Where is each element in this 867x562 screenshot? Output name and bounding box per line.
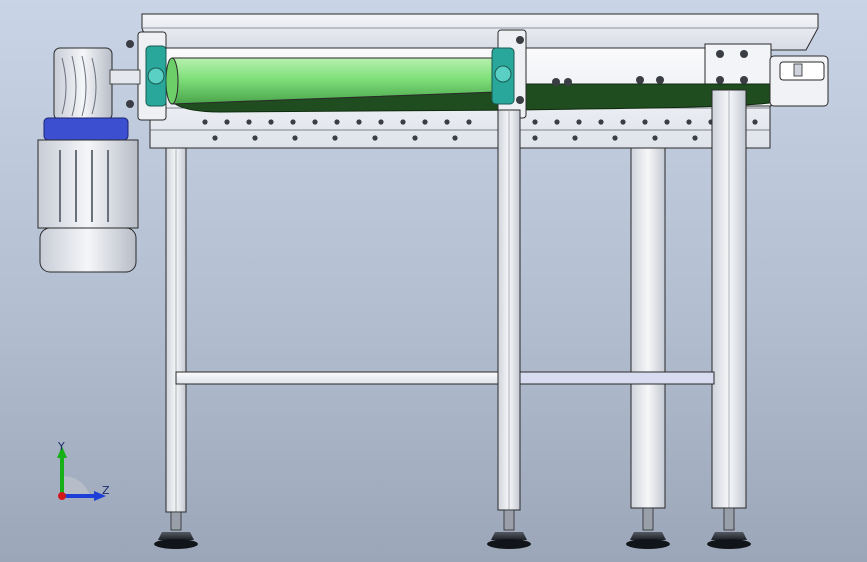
frame-bolt: [752, 119, 758, 125]
mount-bolt: [656, 76, 664, 84]
frame-bolt: [452, 135, 458, 141]
leveling-foot-4: [707, 507, 751, 549]
frame-bolt: [532, 135, 538, 141]
axis-triad: Y Z: [40, 432, 130, 522]
cross-brace-right: [519, 371, 715, 385]
top-cover-plate: [141, 13, 819, 51]
frame-bolt: [532, 119, 538, 125]
mount-bolt: [716, 50, 724, 58]
frame-bolt: [692, 135, 698, 141]
frame-bolt: [652, 135, 658, 141]
left-bearing: [137, 31, 167, 121]
frame-bolt: [378, 119, 384, 125]
frame-bolt: [372, 135, 378, 141]
frame-bolt: [312, 119, 318, 125]
frame-bolt: [202, 119, 208, 125]
right-bearing: [491, 29, 527, 119]
frame-bolt: [224, 119, 230, 125]
frame-bolt: [292, 135, 298, 141]
leg-rear-left: [630, 147, 666, 509]
frame-bolt: [332, 135, 338, 141]
frame-bolt: [664, 119, 670, 125]
y-axis-label: Y: [58, 440, 65, 453]
mount-bolt: [564, 78, 572, 86]
frame-bolt: [576, 119, 582, 125]
mount-bolt: [516, 96, 524, 104]
leveling-foot-2: [487, 509, 531, 549]
mount-bolt: [552, 78, 560, 86]
mount-bolt: [740, 50, 748, 58]
frame-bolt: [412, 135, 418, 141]
leg-front-right: [497, 109, 521, 511]
frame-bolt: [686, 119, 692, 125]
leg-rear-right: [711, 89, 747, 509]
frame-bolt: [400, 119, 406, 125]
gearbox: [53, 47, 141, 121]
frame-bolt: [334, 119, 340, 125]
belt-tensioner: [769, 55, 829, 107]
leveling-foot-1: [154, 511, 198, 549]
mount-bolt: [740, 76, 748, 84]
frame-bolt: [268, 119, 274, 125]
frame-bolt: [246, 119, 252, 125]
origin-dot: [58, 492, 66, 500]
triad-sector: [62, 475, 90, 496]
leg-front-left: [165, 147, 187, 513]
drive-roller: [165, 57, 497, 105]
mount-bolt: [636, 76, 644, 84]
z-axis-label: Z: [102, 484, 110, 497]
mount-bolt: [126, 40, 134, 48]
frame-bolt: [466, 119, 472, 125]
mount-bolt: [516, 36, 524, 44]
frame-bolt: [612, 135, 618, 141]
frame-bolt: [444, 119, 450, 125]
mount-bolt: [716, 76, 724, 84]
frame-bolt: [620, 119, 626, 125]
cross-brace-left: [175, 371, 499, 385]
axis-triad-graphic: [57, 446, 106, 501]
frame-bolt: [356, 119, 362, 125]
electric-motor: [37, 139, 139, 273]
frame-bolt: [554, 119, 560, 125]
y-axis-arrow-head: [57, 446, 67, 458]
frame-bolt: [212, 135, 218, 141]
frame-bolt: [422, 119, 428, 125]
z-axis-arrow-head: [94, 491, 106, 501]
mount-bolt: [126, 100, 134, 108]
frame-bolt: [252, 135, 258, 141]
frame-bolt: [598, 119, 604, 125]
motor-flange: [43, 117, 129, 141]
leveling-foot-3: [626, 507, 670, 549]
frame-bolt: [572, 135, 578, 141]
frame-bolt: [642, 119, 648, 125]
frame-bolt: [290, 119, 296, 125]
